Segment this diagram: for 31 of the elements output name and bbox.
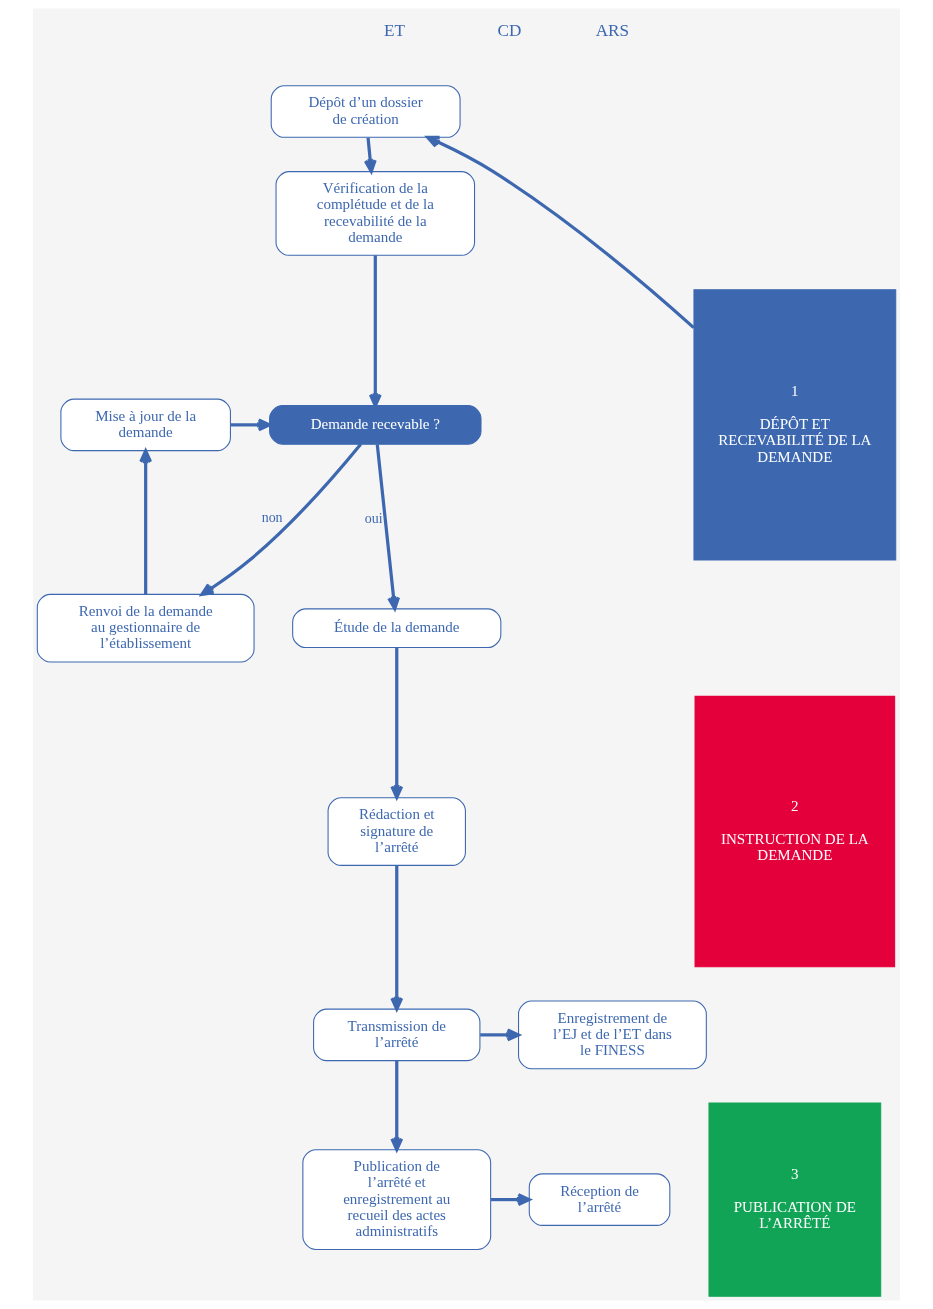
node-box: Mise à jour de la demande: [60, 398, 231, 452]
arrow: [491, 1193, 531, 1207]
node-box: Dépôt d’un dossier de création: [270, 85, 461, 138]
arrow: [375, 444, 401, 611]
arrow: [426, 135, 695, 329]
node-box: 3 PUBLICATION DE L’ARRÊTÉ: [708, 1102, 882, 1297]
arrow: [480, 1028, 520, 1042]
node-box: 2 INSTRUCTION DE LA DEMANDE: [694, 695, 896, 968]
node-box: Demande recevable ?: [269, 405, 482, 445]
node-box: 1 DÉPÔT ET RECEVABILITÉ DE LA DEMANDE: [693, 289, 897, 561]
node-box: Rédaction et signature de l’arrêté: [327, 797, 466, 866]
node-box: Vérification de la complétude et de la recevabilité de la demande: [275, 171, 476, 256]
node-box: Publication de l’arrêté et enregistrement au recueil des actes administratifs: [302, 1149, 492, 1251]
arrow: [200, 443, 362, 596]
arrow: [139, 449, 153, 595]
edge-label: oui: [364, 510, 383, 526]
arrow: [230, 418, 272, 432]
edge-label: non: [261, 509, 283, 525]
label: ET: [384, 21, 406, 41]
node-box: Enregistrement de l’EJ et de l’ET dans le FINESS: [518, 1000, 707, 1070]
node-box: Transmission de l’arrêté: [313, 1008, 481, 1062]
node-box: Réception de l’arrêté: [528, 1173, 671, 1226]
arrow: [363, 137, 377, 173]
arrow: [390, 865, 404, 1011]
arrow: [368, 255, 382, 408]
node-box: Étude de la demande: [292, 608, 502, 649]
label: CD: [497, 21, 522, 41]
label: ARS: [595, 21, 630, 41]
arrow: [390, 647, 404, 800]
arrow: [390, 1060, 404, 1152]
node-box: Renvoi de la demande au gestionnaire de l’établissement: [36, 593, 255, 663]
